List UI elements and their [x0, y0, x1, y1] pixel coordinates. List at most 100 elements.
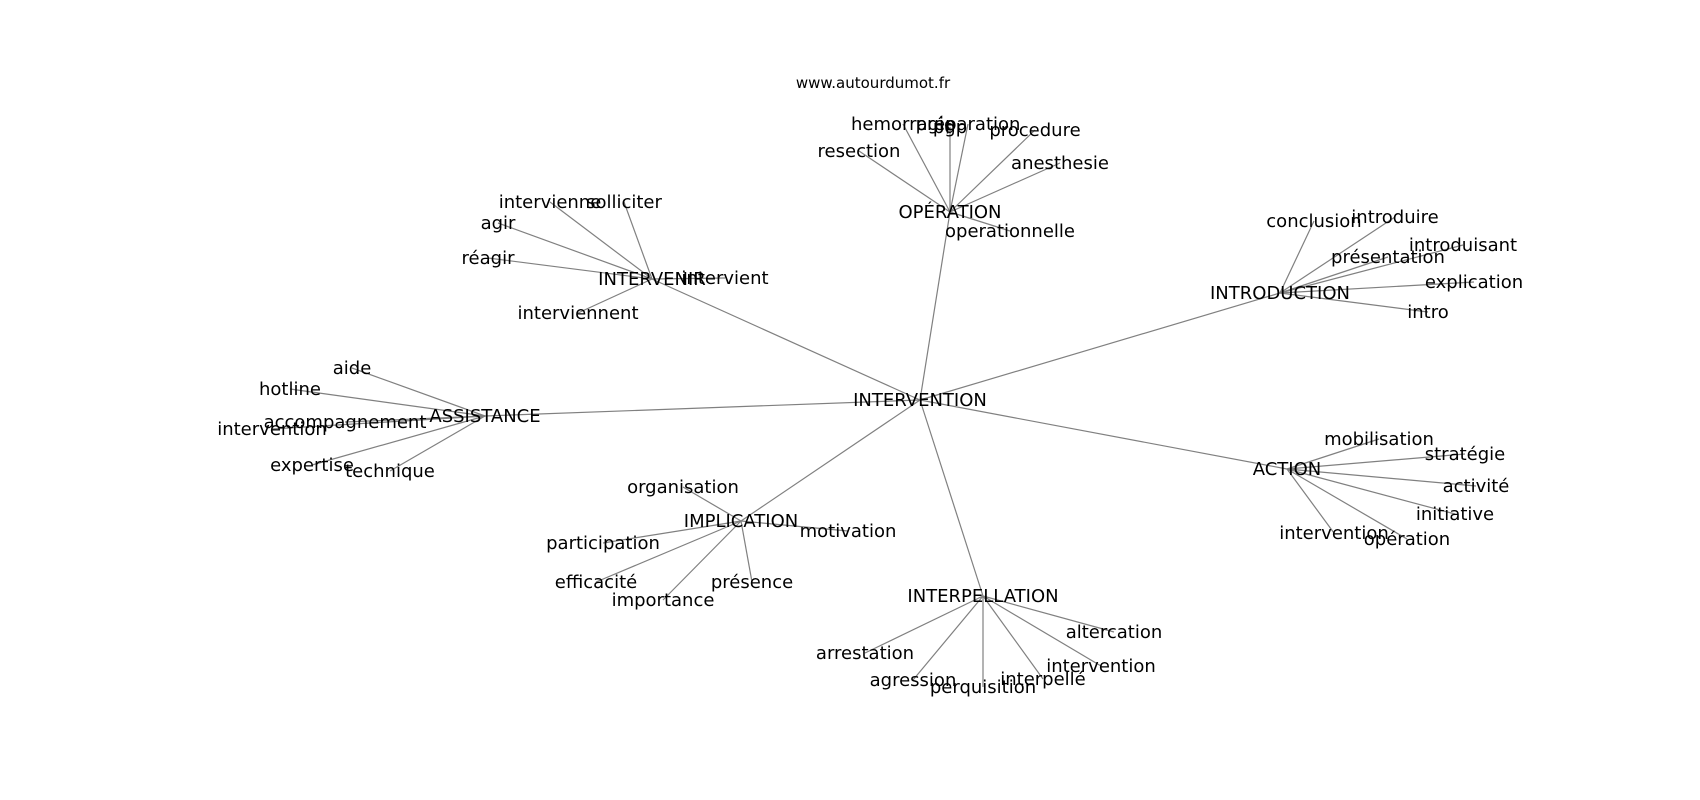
leaf-node-label: intervienne — [499, 192, 602, 213]
leaf-node-label: hotline — [259, 379, 321, 400]
edge-0-1 — [949, 123, 969, 213]
leaf-node-label: intervient — [681, 268, 768, 289]
leaf-node-label: intervention — [217, 419, 327, 440]
edge-1-4 — [487, 257, 653, 280]
edge-center-1 — [651, 278, 921, 401]
cluster-node-label: INTERVENIR — [598, 269, 706, 290]
edge-6-3 — [982, 595, 1044, 680]
edge-4-5 — [1286, 468, 1408, 540]
edge-6-1 — [912, 595, 984, 681]
leaf-node-label: motivation — [800, 521, 897, 542]
edge-0-0 — [902, 123, 951, 213]
edge-center-4 — [919, 399, 1288, 470]
edge-1-5 — [651, 277, 726, 280]
leaf-node-label: technique — [345, 461, 435, 482]
leaf-node-label: importance — [612, 590, 715, 611]
edge-2-5 — [1279, 292, 1429, 313]
edge-6-4 — [982, 595, 1102, 667]
leaf-node-label: conclusion — [1266, 211, 1361, 232]
edge-5-3 — [595, 520, 742, 583]
edge-0-6 — [949, 211, 1011, 232]
leaf-node-label: solliciter — [586, 192, 662, 213]
leaf-node-label: intro — [1407, 302, 1448, 323]
leaf-node-label: procedure — [989, 120, 1080, 141]
edge-2-2 — [1279, 244, 1464, 294]
edge-5-4 — [662, 520, 742, 601]
leaf-node-label: anesthesie — [1011, 153, 1109, 174]
edge-4-3 — [1286, 468, 1456, 515]
cluster-node-label: ASSISTANCE — [429, 406, 540, 427]
center-node-label: INTERVENTION — [853, 390, 987, 411]
edge-center-5 — [740, 399, 921, 522]
cluster-node-label: OPÉRATION — [898, 201, 1001, 223]
leaf-node-label: expertise — [270, 455, 354, 476]
leaf-node-label: hemorragie — [851, 114, 955, 135]
leaf-node-label: mobilisation — [1324, 429, 1434, 450]
edge-center-2 — [919, 292, 1281, 401]
leaf-node-label: accompagnement — [264, 412, 427, 433]
edge-center-6 — [919, 399, 984, 597]
edge-1-0 — [577, 278, 653, 314]
edge-3-5 — [389, 415, 486, 472]
leaf-node-label: explication — [1425, 272, 1523, 293]
graph-labels: INTERVENTION OPÉRATION hemorragiepréparati… — [217, 114, 1523, 698]
edge-4-4 — [1286, 468, 1335, 534]
leaf-node-label: réagir — [462, 248, 516, 269]
edge-3-1 — [289, 388, 486, 417]
leaf-node-label: arrestation — [816, 643, 914, 664]
edge-2-4 — [1279, 281, 1475, 294]
edge-4-0 — [1286, 438, 1380, 470]
leaf-node-label: présentation — [1331, 247, 1445, 268]
leaf-node-label: altercation — [1066, 622, 1163, 643]
cluster-node-label: IMPLICATION — [684, 511, 798, 532]
edge-2-3 — [1279, 256, 1389, 294]
edge-2-1 — [1279, 216, 1396, 294]
edge-center-0 — [919, 211, 951, 401]
leaf-node-label: aide — [333, 358, 372, 379]
edge-5-5 — [740, 520, 753, 583]
leaf-node-label: organisation — [627, 477, 739, 498]
edge-3-4 — [311, 415, 486, 466]
leaf-node-label: introduire — [1351, 207, 1438, 228]
leaf-node-label: opération — [1364, 529, 1450, 550]
edge-5-1 — [602, 520, 742, 544]
leaf-node-label: agir — [481, 213, 516, 234]
edge-6-5 — [982, 595, 1115, 633]
edge-4-1 — [1286, 453, 1466, 470]
leaf-node-label: agression — [870, 670, 957, 691]
edge-5-2 — [740, 520, 849, 532]
edge-center-3 — [484, 399, 921, 417]
edge-2-0 — [1279, 220, 1315, 294]
edge-1-3 — [497, 222, 653, 280]
leaf-node-label: préparation — [916, 114, 1021, 135]
leaf-node-label: interpellé — [1000, 669, 1086, 690]
cluster-node-label: ACTION — [1253, 459, 1322, 480]
leaf-node-label: interviennent — [517, 303, 638, 324]
edge-6-0 — [864, 595, 984, 654]
leaf-node-label: operationnelle — [945, 221, 1075, 242]
edge-0-5 — [949, 162, 1061, 213]
edge-1-1 — [623, 201, 653, 280]
leaf-node-label: perquisition — [930, 677, 1036, 698]
leaf-node-label: intervention — [1046, 656, 1156, 677]
edge-3-0 — [351, 367, 486, 417]
leaf-node-label: efficacité — [555, 572, 637, 593]
edge-0-3 — [949, 129, 1036, 213]
leaf-node-label: activité — [1443, 476, 1510, 497]
leaf-node-label: pgp — [933, 117, 967, 138]
edge-5-0 — [682, 486, 742, 522]
leaf-node-label: initiative — [1416, 504, 1494, 525]
leaf-node-label: intervention — [1279, 523, 1389, 544]
edge-4-2 — [1286, 468, 1477, 487]
graph-edges — [271, 123, 1477, 687]
leaf-node-label: stratégie — [1425, 444, 1506, 465]
cluster-node-label: INTERPELLATION — [907, 586, 1058, 607]
edge-1-2 — [549, 201, 653, 280]
leaf-node-label: participation — [546, 533, 660, 554]
leaf-node-label: présence — [711, 572, 793, 593]
leaf-node-label: resection — [818, 141, 901, 162]
edge-3-3 — [271, 415, 486, 430]
leaf-node-label: introduisant — [1409, 235, 1517, 256]
watermark-text: www.autourdumot.fr — [796, 74, 951, 92]
